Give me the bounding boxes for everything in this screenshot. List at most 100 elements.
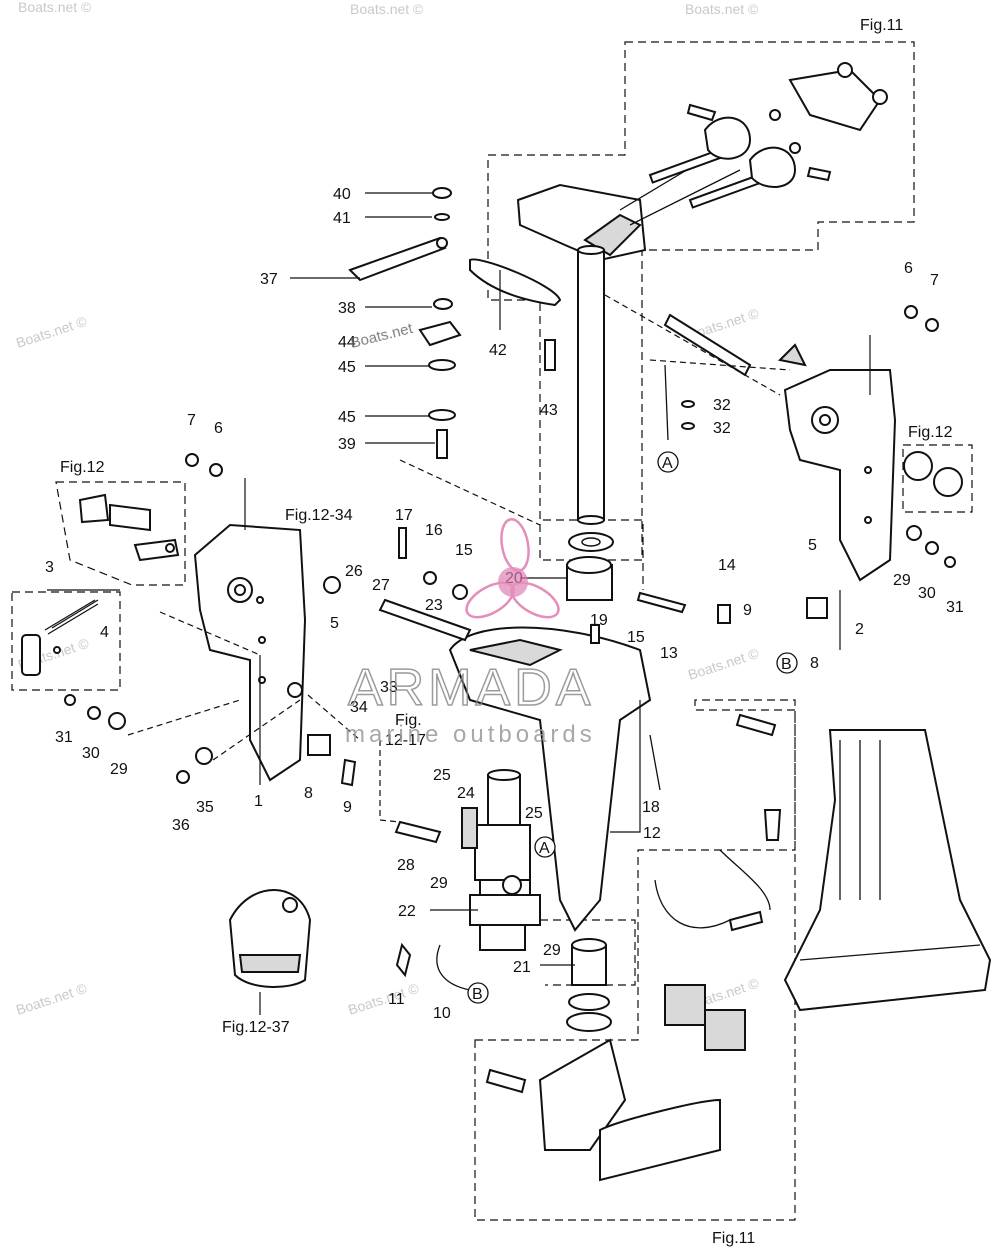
fig-ref-label: Fig.12 [908, 424, 953, 441]
callout-29: 29 [543, 942, 561, 959]
watermark-text: Boats.net © [14, 313, 89, 351]
callout-1: 1 [254, 793, 263, 810]
callout-23: 23 [425, 597, 443, 614]
svg-text:B: B [472, 986, 483, 1003]
callout-32: 32 [713, 420, 731, 437]
callout-30: 30 [918, 585, 936, 602]
callout-22: 22 [398, 903, 416, 920]
fig12-right-parts [903, 451, 963, 497]
callout-42: 42 [489, 342, 507, 359]
callout-15: 15 [455, 542, 473, 559]
callout-35: 35 [196, 799, 214, 816]
callout-16: 16 [425, 522, 443, 539]
watermark-inline: Boats.net [349, 320, 415, 352]
callout-34: 34 [350, 699, 368, 716]
callout-45: 45 [338, 359, 356, 376]
watermark-text: Boats.net © [18, 0, 92, 15]
watermark-text: Boats.net © [685, 1, 759, 17]
svg-text:A: A [539, 840, 550, 857]
watermark-text: Boats.net © [686, 645, 761, 683]
lock-lever-stack [348, 187, 562, 459]
callout-29: 29 [430, 875, 448, 892]
callout-17: 17 [395, 507, 413, 524]
brand-watermark: ARMADA marine outboards Boats.net [345, 320, 596, 748]
fig-ref-label: Fig. [395, 712, 422, 729]
callout-10: 10 [433, 1005, 451, 1022]
callout-30: 30 [82, 745, 100, 762]
fig-ref-label: Fig.12-37 [222, 1019, 290, 1036]
svg-text:B: B [781, 656, 792, 673]
callout-12: 12 [643, 825, 661, 842]
callout-41: 41 [333, 210, 351, 227]
connector-markers: A A B B [467, 451, 798, 1004]
fig-ref-label: Fig.12-34 [285, 507, 353, 524]
callout-45: 45 [338, 409, 356, 426]
callout-18: 18 [642, 799, 660, 816]
callout-43: 43 [540, 402, 558, 419]
callout-13: 13 [660, 645, 678, 662]
callout-6: 6 [904, 260, 913, 277]
fig-ref-label: Fig.12 [60, 459, 105, 476]
callout-14: 14 [718, 557, 736, 574]
clamp-bracket-right [777, 343, 897, 582]
callout-15: 15 [627, 629, 645, 646]
connector-b: B [467, 982, 489, 1004]
callout-36: 36 [172, 817, 190, 834]
fig-ref-label: Fig.11 [712, 1230, 755, 1247]
steering-bracket-upper [516, 62, 888, 262]
assembly-boundaries [11, 41, 973, 1221]
callout-25: 25 [525, 805, 543, 822]
callout-29: 29 [110, 761, 128, 778]
callout-19: 19 [590, 612, 608, 629]
callout-32: 32 [713, 397, 731, 414]
swivel-bracket [448, 556, 652, 1032]
callout-8: 8 [304, 785, 313, 802]
callout-33: 33 [380, 679, 398, 696]
callout-3: 3 [45, 559, 54, 576]
callout-44: 44 [338, 334, 356, 351]
callout-40: 40 [333, 186, 351, 203]
callout-7: 7 [930, 272, 939, 289]
spring-insert [21, 599, 99, 676]
callout-37: 37 [260, 271, 278, 288]
fig12-left-parts [78, 493, 180, 562]
watermark-text: Boats.net © [346, 980, 421, 1018]
callout-8: 8 [810, 655, 819, 672]
callout-6: 6 [214, 420, 223, 437]
connector-b: B [776, 652, 798, 674]
connector-a: A [657, 451, 679, 473]
tilt-cylinder [461, 769, 541, 951]
callout-28: 28 [397, 857, 415, 874]
callout-26: 26 [345, 563, 363, 580]
propeller-logo-icon [465, 518, 560, 619]
watermark-text: Boats.net © [14, 980, 89, 1018]
callout-11: 11 [388, 991, 405, 1008]
watermark-text: Boats.net © [350, 1, 424, 17]
figure-references: Fig.11 Fig.11 Fig.12 Fig.12 Fig.12-34 Fi… [60, 17, 953, 1247]
small-hardware [64, 305, 956, 991]
lower-mount-bracket [485, 984, 746, 1182]
brand-name: ARMADA [348, 659, 594, 717]
tilt-handle [228, 889, 312, 988]
callout-29: 29 [893, 572, 911, 589]
brand-tagline: marine outboards [345, 721, 596, 748]
leader-lines [47, 192, 871, 1015]
callout-5: 5 [330, 615, 339, 632]
fig-ref-label: 12-17 [385, 732, 426, 749]
callout-9: 9 [743, 602, 752, 619]
fig-ref-label: Fig.11 [860, 17, 903, 34]
clamp-bracket-left [193, 523, 307, 782]
part-callouts: 40 41 37 3 8 44 45 45 39 42 43 6 7 7 6 32… [45, 186, 964, 1022]
lower-unit-outline [783, 729, 992, 1012]
callout-9: 9 [343, 799, 352, 816]
callout-24: 24 [457, 785, 475, 802]
callout-21: 21 [513, 959, 531, 976]
callout-27: 27 [372, 577, 390, 594]
steering-shaft [568, 245, 614, 552]
callout-31: 31 [55, 729, 73, 746]
callout-2: 2 [855, 621, 864, 638]
callout-5: 5 [808, 537, 817, 554]
callout-7: 7 [187, 412, 196, 429]
callout-39: 39 [338, 436, 356, 453]
